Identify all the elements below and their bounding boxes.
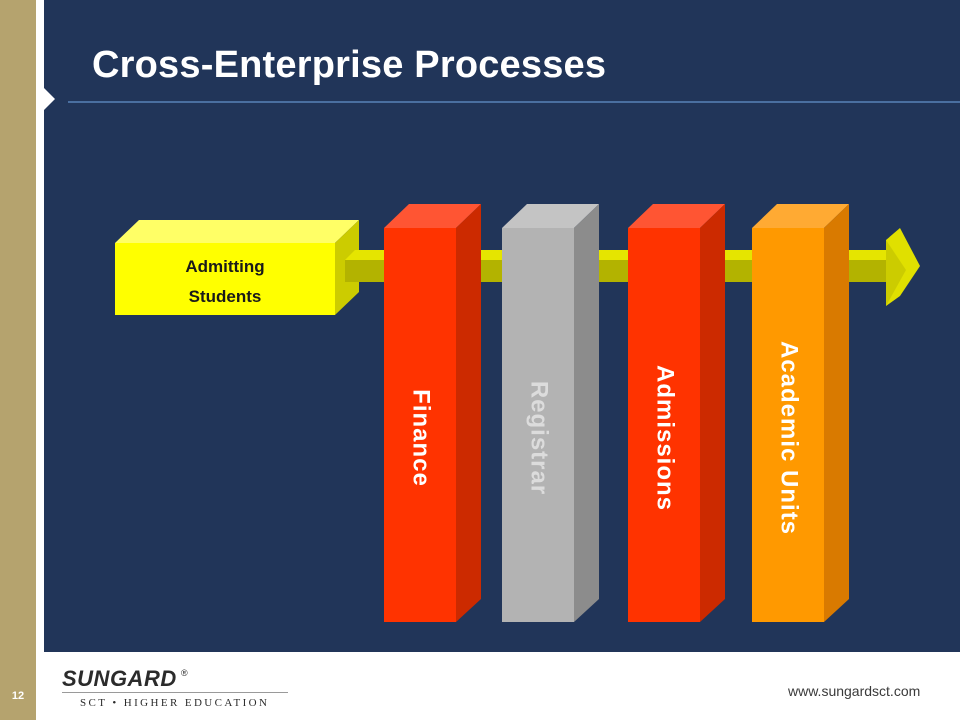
process-box-admitting-students: Admitting Students bbox=[115, 220, 359, 315]
column-top bbox=[752, 204, 849, 228]
column-top bbox=[502, 204, 599, 228]
column-side bbox=[574, 204, 599, 622]
sidebar-divider bbox=[36, 0, 44, 720]
footer-bar bbox=[44, 652, 960, 720]
title-notch-marker bbox=[44, 88, 55, 110]
unit-label-admissions: Admissions bbox=[652, 365, 679, 511]
column-top bbox=[628, 204, 725, 228]
logo-divider bbox=[62, 692, 288, 693]
title-underline bbox=[68, 101, 960, 103]
page-number: 12 bbox=[11, 690, 25, 702]
column-front bbox=[752, 228, 824, 622]
process-label-line2: Students bbox=[189, 287, 262, 306]
sidebar-band bbox=[0, 0, 36, 720]
column-front bbox=[628, 228, 700, 622]
logo-subtitle: SCT • HIGHER EDUCATION bbox=[80, 697, 270, 709]
column-side bbox=[700, 204, 725, 622]
unit-label-registrar: Registrar bbox=[526, 381, 553, 495]
website-url: www.sungardsct.com bbox=[788, 683, 921, 699]
column-front bbox=[502, 228, 574, 622]
unit-label-academic-units: Academic Units bbox=[776, 341, 803, 535]
column-top bbox=[384, 204, 481, 228]
unit-column-admissions: Admissions bbox=[628, 204, 725, 622]
slide-title: Cross-Enterprise Processes bbox=[92, 44, 607, 86]
unit-label-finance: Finance bbox=[408, 389, 435, 487]
process-box-front bbox=[115, 243, 335, 315]
column-side bbox=[456, 204, 481, 622]
arrow-segment bbox=[345, 250, 395, 282]
column-side bbox=[824, 204, 849, 622]
unit-column-finance: Finance bbox=[384, 204, 481, 622]
registered-mark: ® bbox=[181, 668, 188, 678]
unit-column-registrar: Registrar bbox=[502, 204, 599, 622]
sungard-logo: SUNGARD bbox=[62, 666, 177, 691]
column-front bbox=[384, 228, 456, 622]
unit-column-academic-units: Academic Units bbox=[752, 204, 849, 622]
process-label-line1: Admitting bbox=[185, 257, 264, 276]
process-box-top bbox=[115, 220, 359, 243]
